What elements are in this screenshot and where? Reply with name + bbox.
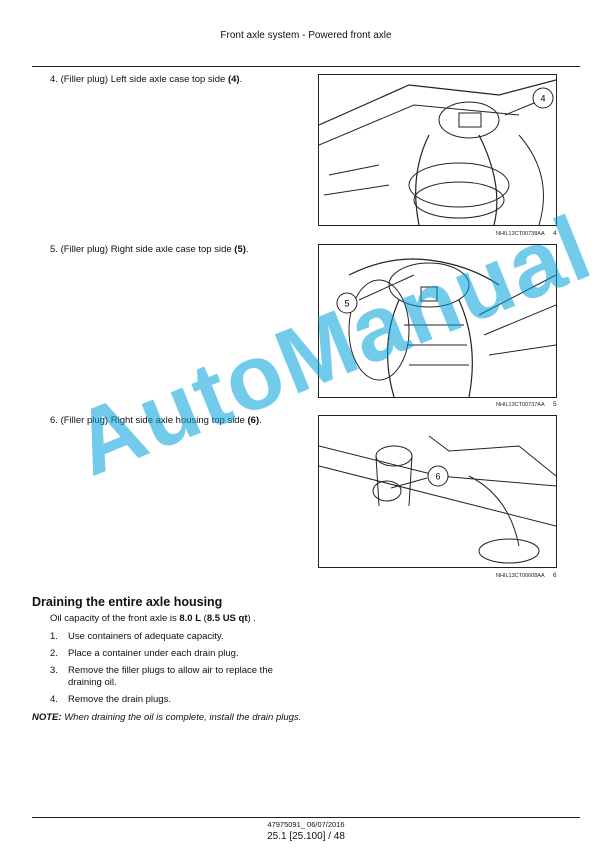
figure-callout: 6 [435,472,440,482]
section-title: Draining the entire axle housing [32,595,223,609]
figure-4-photo: 4 [318,74,557,226]
footer-doc: 47975091_ 06/07/2016 [267,820,345,829]
capacity-mid: ( [201,613,207,624]
figure-number: 5 [553,401,557,408]
figure-5-photo: 5 [318,244,557,398]
step-6: 6. (Filler plug) Right side axle housing… [50,415,262,426]
step-tail: . [259,415,262,426]
oil-capacity: Oil capacity of the front axle is 8.0 L … [50,613,256,624]
step-num: 5. [50,244,58,255]
figure-ref: NHIL13CT00738AA [496,231,545,237]
figure-number: 4 [553,230,557,237]
figure-callout: 5 [344,299,349,309]
header-rule [32,66,580,67]
capacity-value: 8.0 L [179,613,202,624]
page-header: Front axle system - Powered front axle [220,30,392,41]
footer-page: 25.1 [25.100] / 48 [267,831,345,842]
figure-number: 6 [553,572,557,579]
step-num: 4. [50,74,58,85]
footer-rule [32,817,580,818]
note: NOTE: When draining the oil is complete,… [32,712,302,724]
step-4: 4. (Filler plug) Left side axle case top… [50,74,242,85]
note-label: NOTE: [32,712,62,723]
figure-6-photo: 6 [318,415,557,568]
step-tail: . [245,244,249,255]
list-item: Remove the drain plugs. [68,694,171,705]
list-item: Remove the filler plugs to allow air to … [68,665,273,688]
capacity-suffix: ) . [247,613,256,624]
list-num: 3. [50,665,58,676]
step-ref: (5) [234,244,246,255]
step-tail: . [239,74,243,85]
figure-ref: NHIL13CT00608AA [496,573,545,579]
step-text: (Filler plug) Right side axle case top s… [60,244,235,255]
step-ref: (4) [227,74,240,85]
step-num: 6. [50,415,58,426]
step-text: (Filler plug) Left side axle case top si… [60,74,228,85]
step-ref: (6) [247,415,260,426]
list-item: Place a container under each drain plug. [68,648,239,659]
list-num: 1. [50,631,58,642]
list-num: 2. [50,648,58,659]
capacity-alt: 8.5 US qt [206,613,248,624]
capacity-prefix: Oil capacity of the front axle is [50,613,180,624]
note-text: When draining the oil is complete, insta… [61,712,302,723]
list-item: Use containers of adequate capacity. [68,631,224,642]
figure-ref: NHIL13CT00737AA [496,402,545,408]
list-num: 4. [50,694,58,705]
step-5: 5. (Filler plug) Right side axle case to… [50,244,249,255]
step-text: (Filler plug) Right side axle housing to… [60,415,248,426]
figure-callout: 4 [540,94,545,104]
